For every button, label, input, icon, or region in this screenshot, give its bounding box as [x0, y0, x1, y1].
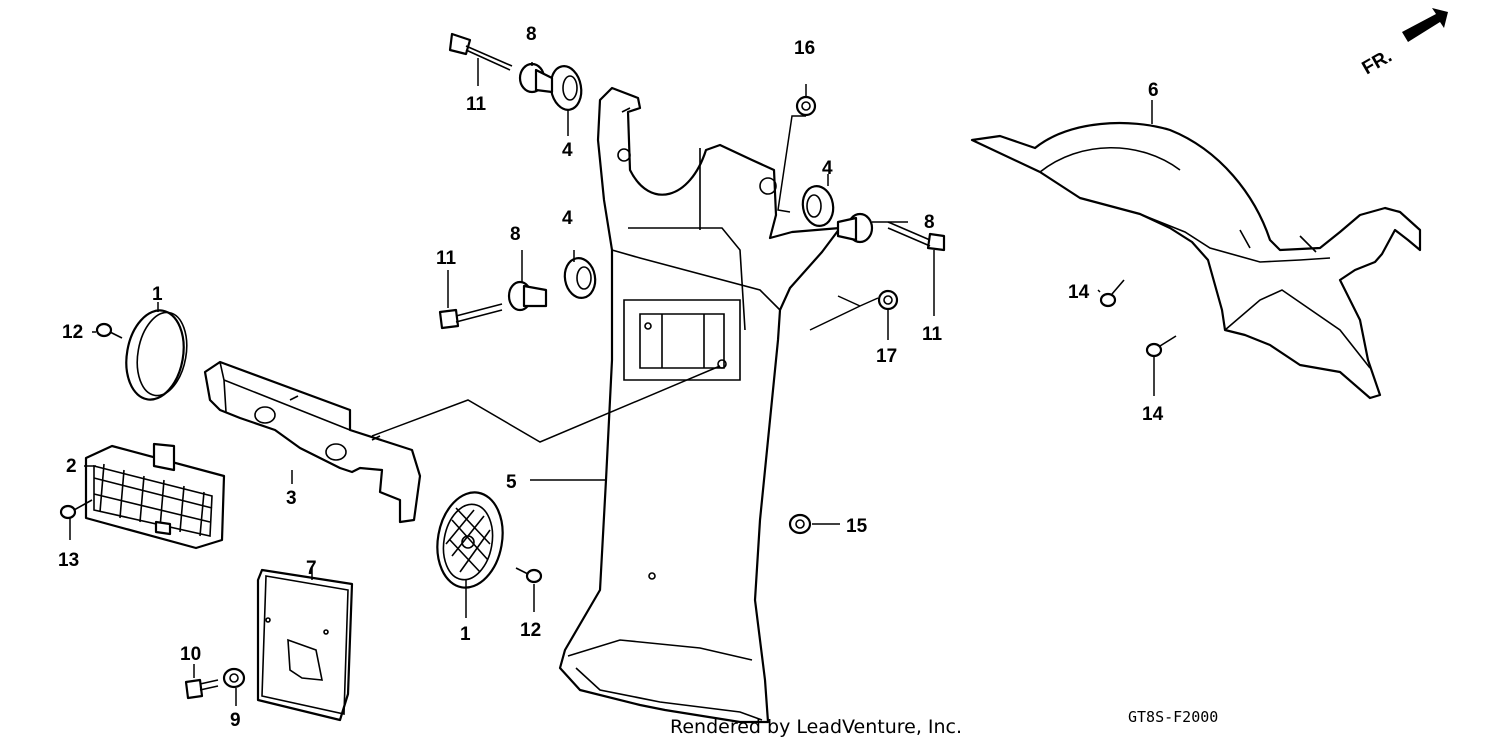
- screw-14b: [1145, 335, 1177, 358]
- callout-10: 10: [180, 644, 201, 665]
- callout-13: 13: [58, 550, 79, 571]
- callout-8-top: 8: [526, 24, 537, 45]
- callout-2: 2: [66, 456, 77, 477]
- callout-7: 7: [306, 558, 317, 579]
- callout-9: 9: [230, 710, 241, 731]
- bolt-mid: [438, 303, 503, 330]
- rear-fender-b: [970, 121, 1422, 400]
- callout-1-upper: 1: [152, 284, 163, 305]
- screw-left: [95, 322, 123, 339]
- callout-8-mid: 8: [510, 224, 521, 245]
- callout-4-right: 4: [822, 158, 833, 179]
- grommet-mid: [563, 257, 597, 299]
- callout-3: 3: [286, 488, 297, 509]
- grommet-right: [801, 185, 835, 227]
- diagram-code: GT8S-F2000: [1128, 708, 1219, 726]
- callout-6: 6: [1148, 80, 1159, 101]
- callout-4-mid: 4: [562, 208, 573, 229]
- washer: [222, 667, 246, 689]
- rear-fender-a: [558, 86, 842, 724]
- round-reflector-lower: [436, 491, 504, 589]
- callout-16: 16: [794, 38, 815, 59]
- callout-11-top: 11: [466, 94, 487, 115]
- front-direction-arrow-icon: FR.: [1359, 8, 1448, 79]
- callout-4-top: 4: [562, 140, 573, 161]
- callout-12-lower: 12: [520, 620, 541, 641]
- callout-5: 5: [506, 472, 517, 493]
- collar-top: [518, 62, 554, 94]
- round-reflector-upper: [125, 309, 188, 401]
- callout-17: 17: [876, 346, 897, 367]
- callout-11-mid: 11: [436, 248, 457, 269]
- callout-12-left: 12: [62, 322, 83, 343]
- nut-15: [788, 513, 812, 535]
- callout-14-b: 14: [1142, 404, 1164, 425]
- license-plate-base: [256, 568, 354, 722]
- screw-14a: [1099, 279, 1125, 308]
- collar-mid: [507, 280, 548, 312]
- grommet-top: [549, 65, 583, 111]
- bolt-top: [448, 32, 513, 71]
- bolt-small: [184, 678, 219, 700]
- nut-17: [877, 289, 899, 311]
- rectangular-reflector: [84, 442, 226, 550]
- render-credit: Rendered by LeadVenture, Inc.: [670, 716, 963, 738]
- callout-11-right: 11: [922, 324, 943, 345]
- direction-label: FR.: [1359, 46, 1396, 79]
- screw-lower: [515, 567, 543, 584]
- screw-13: [59, 499, 93, 520]
- callout-1-lower: 1: [460, 624, 471, 645]
- leader-lines: [69, 58, 1155, 706]
- collar-right: [836, 212, 874, 244]
- reflector-bracket: [203, 360, 422, 524]
- callout-8-right: 8: [924, 212, 935, 233]
- callout-14-a: 14: [1068, 282, 1090, 303]
- bolt-right: [887, 221, 946, 252]
- nut-16: [795, 95, 817, 117]
- callout-15: 15: [846, 516, 868, 537]
